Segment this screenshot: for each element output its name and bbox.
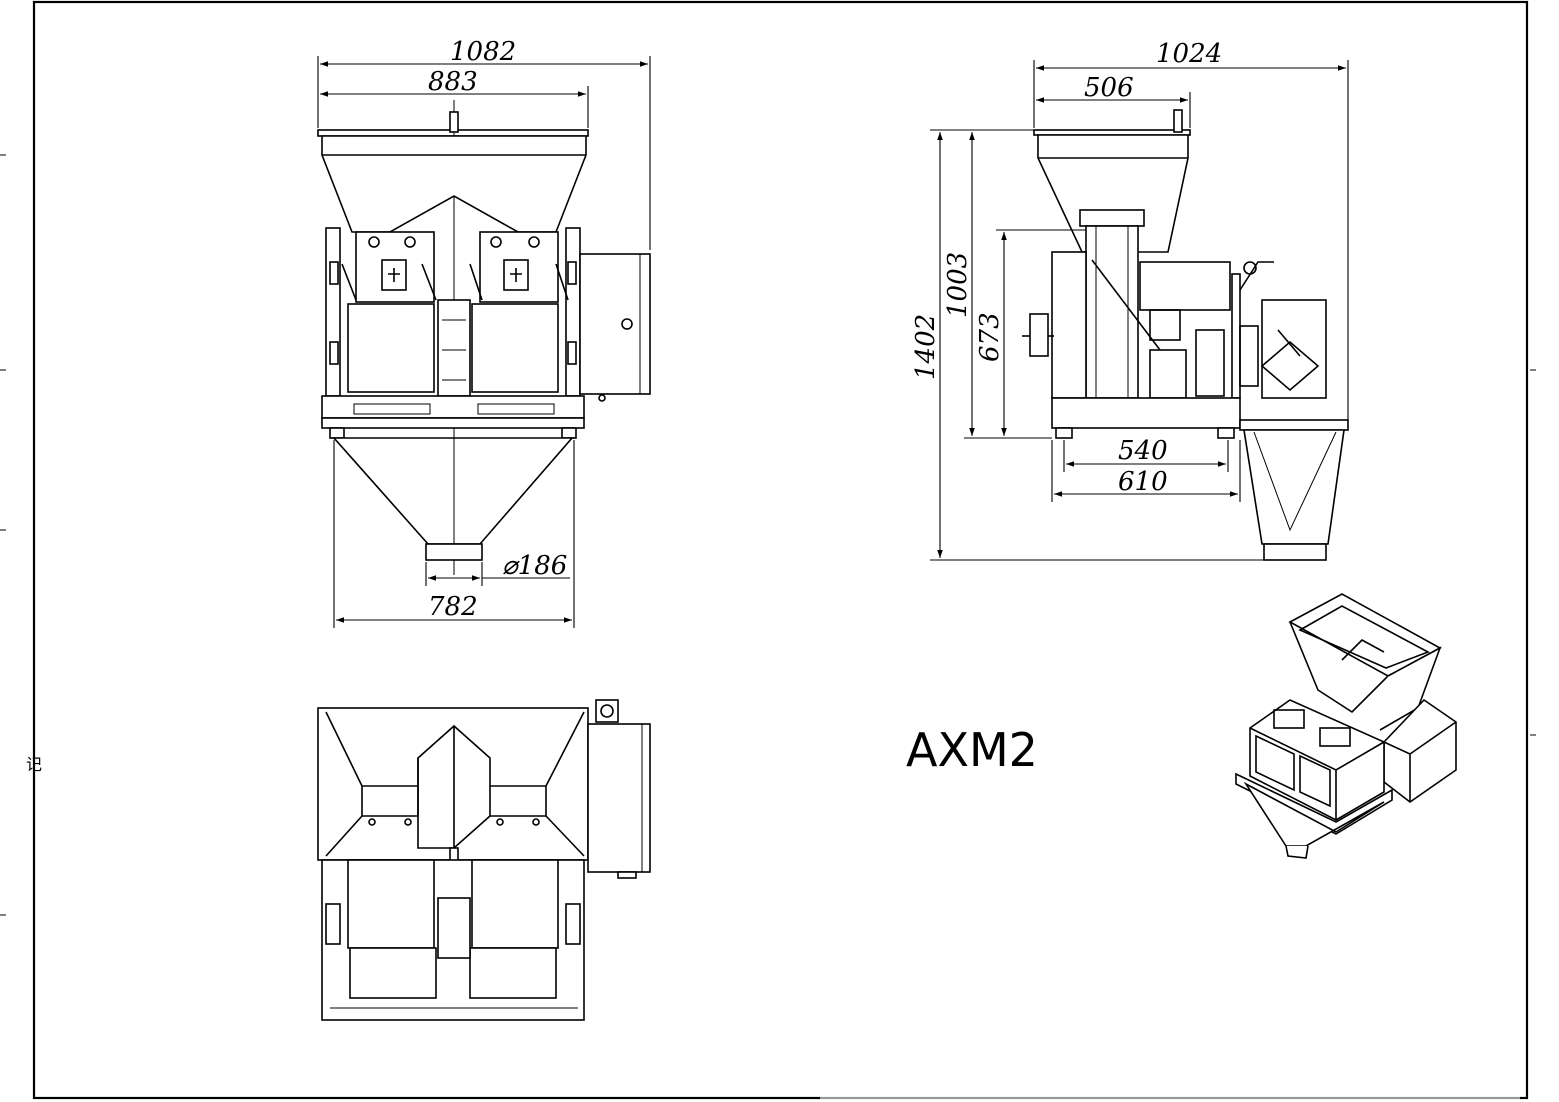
front-view <box>317 100 651 575</box>
front-view-dimensions <box>317 56 651 628</box>
dim-body-height: 673 <box>975 312 1005 362</box>
model-name: AXM2 <box>906 723 1038 777</box>
side-view-dimensions <box>930 60 1349 561</box>
dim-overall-depth: 1024 <box>1156 39 1222 69</box>
top-view <box>317 699 651 1021</box>
dim-overall-width: 1082 <box>450 37 516 67</box>
isometric-view <box>1235 593 1457 859</box>
dim-inner-base: 540 <box>1118 436 1168 466</box>
dim-frame-height: 1003 <box>943 252 973 318</box>
dim-hopper-depth: 506 <box>1084 73 1134 103</box>
dim-outer-base: 610 <box>1118 467 1168 497</box>
dim-outlet-diameter: ⌀186 <box>502 551 567 581</box>
dim-base-width: 782 <box>428 592 478 622</box>
edge-mark: 记 <box>26 755 42 774</box>
side-view <box>1022 109 1349 561</box>
dim-overall-height: 1402 <box>911 314 941 380</box>
faded-region <box>820 880 1520 1100</box>
dim-hopper-width: 883 <box>428 67 478 97</box>
